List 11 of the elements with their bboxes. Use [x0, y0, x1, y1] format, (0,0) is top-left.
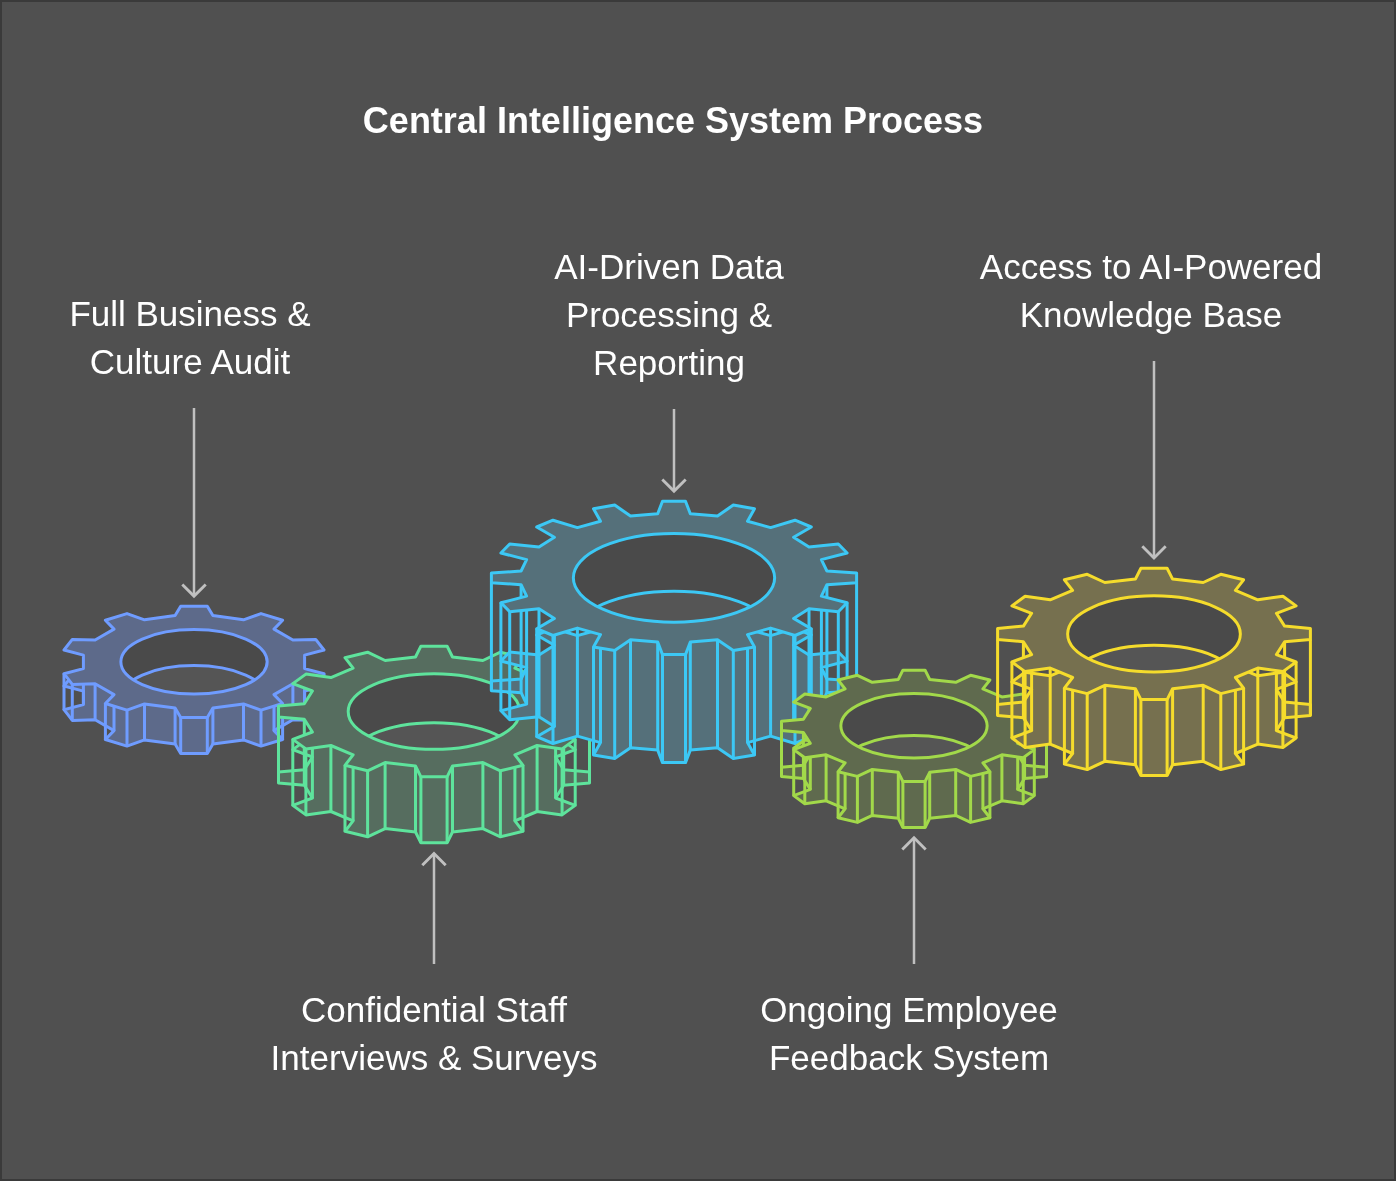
step-label: Confidential Staff Interviews & Surveys	[269, 989, 599, 1079]
diagram-title: Central Intelligence System Process	[361, 100, 985, 142]
arrow	[660, 409, 688, 493]
step-label: Full Business & Culture Audit	[68, 293, 312, 383]
step-label: AI-Driven Data Processing & Reporting	[553, 246, 785, 384]
arrow	[1140, 361, 1168, 560]
step-label: Access to AI-Powered Knowledge Base	[978, 246, 1324, 336]
arrow	[900, 836, 928, 964]
arrow	[180, 408, 208, 598]
step-label: Ongoing Employee Feedback System	[759, 989, 1059, 1079]
arrow	[420, 852, 448, 964]
